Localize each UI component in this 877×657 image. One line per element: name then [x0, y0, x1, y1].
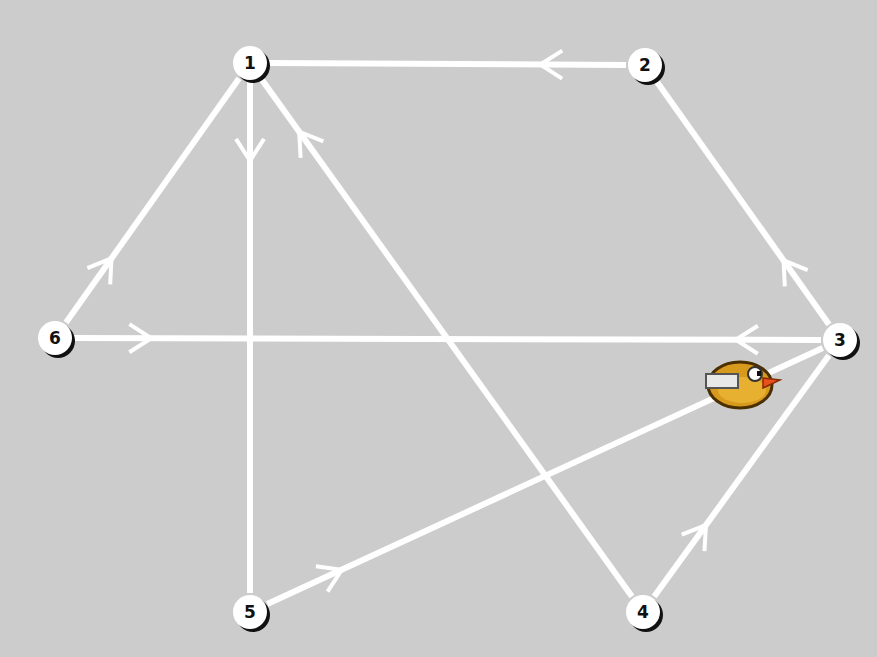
connector: [269, 51, 626, 79]
track-line: [656, 80, 829, 324]
arrow-head: [736, 326, 758, 354]
node-number: 3: [834, 332, 846, 349]
level-node: 2: [625, 45, 665, 85]
arrow-head: [540, 51, 562, 79]
arrow-head: [316, 566, 342, 591]
track-line: [654, 355, 829, 596]
node-number: 1: [244, 55, 256, 72]
level-node: 6: [35, 318, 75, 358]
track-line: [269, 63, 626, 65]
arrow-head: [129, 324, 151, 352]
connector: [267, 348, 822, 604]
connector: [656, 80, 829, 324]
level-node: 4: [623, 592, 663, 632]
node-number: 6: [49, 330, 61, 347]
arrow-head: [299, 132, 323, 158]
connector: [654, 355, 829, 596]
track-line: [74, 338, 821, 340]
node-number: 5: [244, 604, 256, 621]
level-node: 5: [230, 592, 270, 632]
arrow-head: [87, 258, 111, 284]
arrow-head: [236, 139, 264, 161]
level-node: 3: [820, 320, 860, 360]
arrow-head: [682, 525, 706, 551]
connector: [66, 78, 239, 322]
bird: [706, 362, 780, 408]
node-number: 2: [639, 57, 651, 74]
track-line: [267, 348, 822, 604]
connector: [74, 324, 821, 354]
level-node: 1: [230, 43, 270, 83]
node-number: 4: [637, 604, 649, 621]
track-line: [66, 78, 239, 322]
arrow-head: [784, 260, 808, 286]
